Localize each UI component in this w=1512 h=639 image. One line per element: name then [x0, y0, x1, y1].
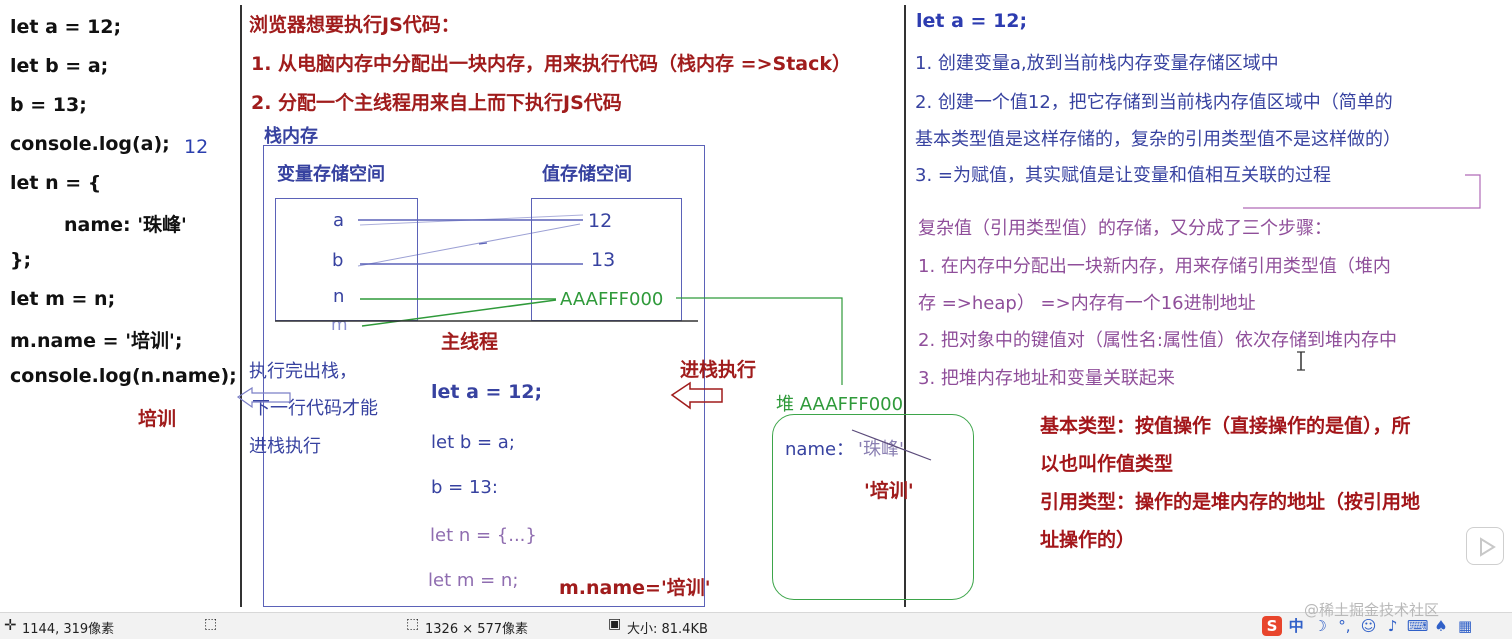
summary-line: 址操作的） — [1040, 529, 1136, 551]
status-bar: ✛ 1144, 319像素 ⬚ ⬚ 1326 × 577像素 ▣ 大小: 81.… — [0, 601, 1512, 639]
play-icon — [1480, 537, 1496, 557]
enter-stack-label: 进栈执行 — [680, 359, 757, 381]
complex-title: 复杂值（引用类型值）的存储，又分成了三个步骤： — [918, 218, 1332, 239]
selection-icon: ⬚ — [204, 616, 218, 632]
thread-code-line: let b = a; — [431, 432, 515, 453]
shirt-icon[interactable]: ♠ — [1434, 617, 1448, 635]
code-line: name: '珠峰' — [64, 214, 187, 236]
code-line: }; — [10, 249, 32, 271]
exit-note-3: 进栈执行 — [249, 436, 321, 457]
var-m: m — [331, 315, 348, 335]
smiley-icon[interactable]: ☺ — [1360, 617, 1377, 635]
console-output-a: 12 — [184, 136, 209, 158]
heap-new-value: '培训' — [864, 480, 914, 502]
mname-assign: m.name='培训' — [559, 577, 711, 599]
file-size: 大小: 81.4KB — [627, 622, 708, 637]
comma-icon[interactable]: °, — [1338, 617, 1351, 635]
thread-code-line: let n = {...} — [430, 525, 537, 546]
val-space-label: 值存储空间 — [542, 164, 632, 185]
image-dimensions: 1326 × 577像素 — [425, 622, 529, 637]
right-point: 2. 创建一个值12，把它存储到当前栈内存值区域中（简单的 — [915, 92, 1393, 113]
code-line: let a = 12; — [10, 16, 122, 38]
code-line: let n = { — [10, 172, 102, 194]
summary-line: 以也叫作值类型 — [1040, 453, 1174, 475]
exit-note-2: 下一行代码才能 — [252, 398, 378, 419]
cursor-coords: 1144, 319像素 — [22, 622, 115, 637]
intro-step-2: 2. 分配一个主线程用来自上而下执行JS代码 — [251, 92, 622, 114]
slide-canvas: let a = 12; let b = a; b = 13; console.l… — [10, 5, 1504, 607]
grid-icon[interactable]: ▦ — [1458, 617, 1473, 635]
exit-note-1: 执行完出栈， — [249, 361, 357, 382]
diagram-lines — [236, 174, 1481, 461]
thread-code-line: b = 13: — [431, 477, 498, 498]
val-heap-address: AAAFFF000 — [560, 289, 664, 310]
mic-icon[interactable]: ♪ — [1387, 617, 1398, 635]
watermark: @稀土掘金技术社区 — [1304, 601, 1440, 619]
thread-code-line: let a = 12; — [431, 381, 543, 403]
right-point: 基本类型值是这样存储的，复杂的引用类型值不是这样做的） — [915, 129, 1401, 150]
val-13: 13 — [591, 249, 616, 271]
heap-name-key: name： — [785, 439, 855, 460]
var-n: n — [333, 286, 345, 307]
complex-step: 3. 把堆内存地址和变量关联起来 — [918, 368, 1175, 389]
disk-icon: ▣ — [608, 616, 622, 632]
right-title: let a = 12; — [916, 10, 1028, 32]
var-b: b — [332, 250, 344, 271]
console-output-name: 培训 — [138, 408, 177, 430]
keyboard-icon[interactable]: ⌨ — [1406, 617, 1429, 635]
summary-line: 基本类型：按值操作（直接操作的是值），所 — [1040, 415, 1411, 437]
left-divider — [240, 5, 242, 607]
right-divider — [904, 5, 906, 607]
heap-box — [772, 414, 974, 600]
resize-icon: ⬚ — [406, 616, 420, 632]
code-line: let m = n; — [10, 288, 116, 310]
summary-line: 引用类型：操作的是堆内存的地址（按引用地 — [1040, 491, 1421, 513]
intro-title: 浏览器想要执行JS代码： — [249, 14, 460, 36]
val-12: 12 — [588, 210, 613, 232]
heap-label: 堆 AAAFFF000 — [776, 394, 904, 415]
complex-step: 2. 把对象中的键值对（属性名:属性值）依次存储到堆内存中 — [918, 330, 1397, 351]
complex-step: 1. 在内存中分配出一块新内存，用来存储引用类型值（堆内 — [918, 256, 1391, 277]
code-line: console.log(a); — [10, 133, 170, 155]
var-space-label: 变量存储空间 — [277, 164, 385, 185]
ime-mode[interactable]: 中 — [1288, 617, 1304, 635]
var-a: a — [333, 210, 345, 231]
thread-code-line: let m = n; — [428, 570, 519, 591]
code-line: b = 13; — [10, 94, 87, 116]
stack-memory-label: 栈内存 — [264, 126, 318, 147]
complex-step: 存 =>heap） =>内存有一个16进制地址 — [918, 293, 1256, 314]
heap-old-value: '珠峰' — [858, 439, 904, 460]
right-point: 3. =为赋值，其实赋值是让变量和值相互关联的过程 — [915, 165, 1331, 186]
code-line: console.log(n.name); — [10, 365, 237, 387]
main-thread-label: 主线程 — [441, 331, 499, 353]
code-line: m.name = '培训'; — [10, 330, 183, 352]
crosshair-icon: ✛ — [4, 616, 17, 634]
code-line: let b = a; — [10, 55, 109, 77]
sogou-icon[interactable]: S — [1262, 616, 1282, 636]
intro-step-1: 1. 从电脑内存中分配出一块内存，用来执行代码（栈内存 =>Stack） — [251, 53, 851, 75]
play-button[interactable] — [1466, 527, 1504, 565]
right-point: 1. 创建变量a,放到当前栈内存变量存储区域中 — [915, 53, 1279, 74]
stack-memory-box — [263, 145, 705, 607]
ime-toolbar[interactable]: S 中 ☽ °, ☺ ♪ ⌨ ♠ ▦ — [1262, 616, 1475, 638]
moon-icon[interactable]: ☽ — [1313, 617, 1327, 635]
